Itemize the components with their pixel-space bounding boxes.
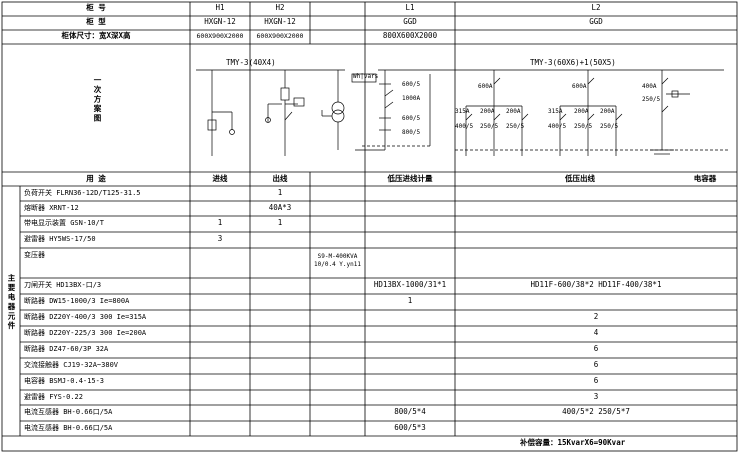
l2-top-0: 600A [478, 83, 493, 90]
l1-label-1: 1000A [402, 95, 421, 102]
cabinet-size-h2: 600X900X2000 [256, 32, 304, 40]
l2-ct-5: 250/5 [600, 123, 619, 130]
usage-h1: 进线 [212, 174, 228, 183]
cabinet-id-h2: H2 [275, 3, 285, 12]
component-cell-name: 电流互感器 BH-0.66口/5A [24, 424, 113, 432]
cabinet-size-h1: 600X900X2000 [196, 32, 244, 40]
l1-label-2: 600/5 [402, 115, 421, 122]
component-cell-name: 交流接触器 CJ19-32A~380V [24, 361, 119, 369]
hv-bus-label: TMY-3(40X4) [226, 58, 276, 67]
l2-top-3: 250/5 [642, 96, 661, 103]
cabinet-type-l2: GGD [589, 17, 603, 26]
component-cell-name: 避雷器 HY5WS-17/50 [24, 235, 96, 243]
primary-scheme-label: 一次方案图 [93, 76, 102, 124]
l2-breaker-3: 315A [548, 108, 563, 115]
l2-ct-0: 400/5 [455, 123, 474, 130]
meter-box-label: Wh|vars [353, 73, 379, 80]
header-number-label: 柜 号 [86, 3, 106, 12]
l2-breaker-1: 200A [480, 108, 495, 115]
component-cell-h2: 40A*3 [268, 203, 292, 212]
component-cell-name: 避雷器 FYS-0.22 [24, 393, 83, 401]
cabinet-type-h1: HXGN-12 [204, 17, 236, 26]
l2-ct-1: 250/5 [480, 123, 499, 130]
component-cell-name: 电容器 BSMJ-0.4-15-3 [24, 377, 105, 385]
component-cell-h1: 3 [217, 234, 223, 243]
cabinet-size-l1: 800X600X2000 [382, 31, 438, 40]
component-cell-h1: 1 [217, 218, 223, 227]
cabinet-type-h2: HXGN-12 [264, 17, 296, 26]
l1-label-3: 800/5 [402, 129, 421, 136]
component-cell-name: 熔断器 XRNT-12 [24, 204, 79, 212]
component-cell-name: 断路器 DW15-1000/3 Ie=800A [24, 297, 130, 305]
header-type-label: 柜 型 [86, 17, 106, 26]
component-cell-h2: 1 [277, 188, 283, 197]
component-cell-name: 负荷开关 FLRN36-12D/T125-31.5 [24, 189, 141, 197]
component-cell-x: S9-M-400KVA 10/0.4 Y.yn11 [314, 253, 361, 268]
lv-bus-label: TMY-3(60X6)+1(50X5) [530, 58, 616, 67]
cabinet-id-l2: L2 [591, 3, 601, 12]
component-cell-name: 带电显示装置 GSN-10/T [24, 219, 104, 227]
component-cell-l2: 6 [593, 360, 599, 369]
component-cell-l2: 2 [593, 312, 599, 321]
component-cell-l1: HD13BX-1000/31*1 [373, 280, 447, 289]
component-cell-l1: 1 [407, 296, 413, 305]
component-cell-name: 断路器 DZ20Y-225/3 300 Ie=200A [24, 329, 147, 337]
cabinet-type-l1: GGD [403, 17, 417, 26]
l2-breaker-2: 200A [506, 108, 521, 115]
side-label: 主要电器元件 [7, 274, 16, 331]
usage-l1: 低压进线计量 [387, 174, 433, 183]
l2-breaker-4: 200A [574, 108, 589, 115]
component-cell-name: 断路器 DZ47-60/3P 32A [24, 345, 109, 353]
component-cell-l2: HD11F-600/38*2 HD11F-400/38*1 [530, 280, 662, 289]
cabinet-id-l1: L1 [405, 3, 415, 12]
component-cell-l2: 400/5*2 250/5*7 [562, 407, 630, 416]
component-cell-l1: 600/5*3 [394, 423, 426, 432]
l2-breaker-0: 315A [455, 108, 470, 115]
l2-ct-2: 250/5 [506, 123, 525, 130]
l2-breaker-5: 200A [600, 108, 615, 115]
l1-label-0: 600/5 [402, 81, 421, 88]
l2-ct-4: 250/5 [574, 123, 593, 130]
header-size-label: 柜体尺寸：宽X深X高 [61, 31, 131, 40]
component-cell-name: 电流互感器 BH-0.66口/5A [24, 408, 113, 416]
component-cell-l2: 3 [593, 392, 599, 401]
usage-label: 用 途 [86, 174, 106, 183]
l2-top-2: 400A [642, 83, 657, 90]
component-cell-name: 刀闸开关 HD13BX-口/3 [24, 281, 102, 289]
l2-top-1: 600A [572, 83, 587, 90]
footer-compensation: 补偿容量：15KvarX6=90Kvar [520, 438, 626, 447]
component-cell-name: 断路器 DZ20Y-400/3 300 Ie=315A [24, 313, 147, 321]
usage-l2: 低压出线 [565, 174, 595, 183]
component-cell-l2: 4 [593, 328, 599, 337]
usage-cap: 电容器 [693, 174, 717, 183]
component-cell-l2: 6 [593, 376, 599, 385]
usage-h2: 出线 [272, 174, 288, 183]
component-cell-l2: 6 [593, 344, 599, 353]
component-cell-name: 变压器 [24, 251, 45, 259]
cabinet-id-h1: H1 [215, 3, 225, 12]
component-cell-l1: 800/5*4 [394, 407, 426, 416]
component-cell-h2: 1 [277, 218, 283, 227]
l2-ct-3: 400/5 [548, 123, 567, 130]
